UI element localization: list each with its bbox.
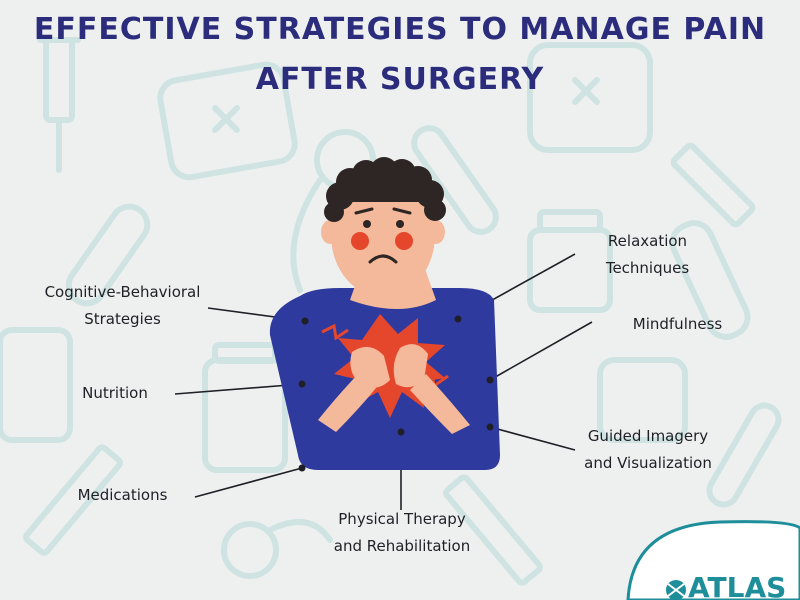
- label-line: Physical Therapy: [338, 510, 466, 528]
- eyebrow-right: [392, 207, 412, 215]
- label-line: Medications: [77, 486, 168, 504]
- pill-bottle-icon: [597, 357, 688, 443]
- connector-mindfulness: [489, 321, 593, 381]
- ear-right: [427, 220, 445, 244]
- stethoscope-icon: [221, 519, 333, 579]
- cheek-left: [351, 232, 369, 250]
- eye-right: [396, 220, 404, 228]
- arm-left: [318, 372, 376, 432]
- eye-left: [363, 220, 371, 228]
- test-tube-icon: [65, 203, 151, 307]
- connector-dots: [298, 315, 494, 472]
- first-aid-kit-icon: [527, 42, 653, 153]
- pain-zigzag-left: [321, 323, 349, 341]
- pill-bottle-icon: [0, 327, 73, 443]
- hand-right: [393, 344, 428, 388]
- atlas-logo: ATLAS PAI: [626, 520, 800, 600]
- hand-left: [350, 346, 390, 388]
- hair: [324, 157, 446, 222]
- label-line: Mindfulness: [632, 315, 723, 333]
- eyebrow-left: [354, 207, 374, 215]
- pill-bottle-icon: [527, 209, 613, 313]
- label-relaxation-techniques: Relaxation Techniques: [590, 228, 705, 282]
- syringe-icon: [443, 474, 543, 586]
- label-mindfulness: Mindfulness: [620, 311, 735, 338]
- label-line: Guided Imagery: [587, 427, 709, 445]
- connector-medications: [194, 467, 303, 498]
- head: [331, 173, 435, 297]
- sad-mouth: [368, 254, 398, 264]
- label-guided-imagery: Guided Imagery and Visualization: [568, 423, 728, 477]
- label-line: Nutrition: [82, 384, 148, 402]
- ear-left: [321, 220, 339, 244]
- pill-bottle-icon: [202, 342, 288, 473]
- label-medications: Medications: [65, 482, 180, 509]
- arm-right: [410, 374, 470, 434]
- syringe-icon: [670, 142, 756, 228]
- syringe-icon: [37, 37, 81, 173]
- label-cognitive-behavioral: Cognitive-Behavioral Strategies: [30, 279, 215, 333]
- bandage-icon: [669, 220, 751, 340]
- label-line: and Rehabilitation: [333, 537, 471, 555]
- label-line: and Visualization: [584, 454, 712, 472]
- label-physical-therapy: Physical Therapy and Rehabilitation: [320, 506, 484, 560]
- syringe-icon: [23, 444, 123, 556]
- thermometer-icon: [706, 402, 782, 508]
- connector-nutrition: [174, 383, 303, 395]
- label-line: Relaxation: [607, 232, 688, 250]
- person-illustration: [269, 157, 500, 470]
- caduceus-icon: [666, 580, 686, 600]
- label-line: Strategies: [84, 310, 161, 328]
- page-title-line-1: EFFECTIVE STRATEGIES TO MANAGE PAIN: [33, 12, 767, 47]
- label-line: Cognitive-Behavioral: [44, 283, 201, 301]
- connector-guided: [489, 426, 576, 451]
- label-line: Techniques: [605, 259, 690, 277]
- logo-text: ATLAS PAI: [688, 571, 800, 600]
- label-nutrition: Nutrition: [70, 380, 160, 407]
- first-aid-kit-icon: [157, 61, 298, 181]
- page-title-line-2: AFTER SURGERY: [255, 62, 545, 97]
- cheek-right: [395, 232, 413, 250]
